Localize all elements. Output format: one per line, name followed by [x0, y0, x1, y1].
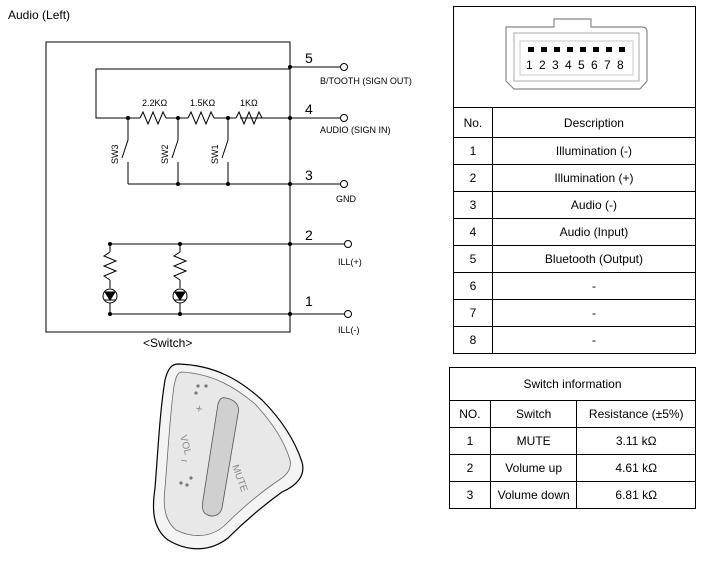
connector-pin-3: 3	[552, 58, 559, 72]
connector-diagram: 1 2 3 4 5 6 7 8	[453, 6, 696, 108]
cell-no: 6	[453, 272, 493, 300]
pin-4-number: 4	[305, 101, 313, 117]
pin-5-number: 5	[305, 50, 313, 66]
cell-description: Audio (-)	[491, 191, 697, 219]
pin-description-table: No. Description 1 Illumination (-) 2 Ill…	[453, 107, 697, 354]
sw1-label: SW1	[210, 144, 220, 164]
pin-1-number: 1	[305, 293, 313, 309]
pin-5-label: B/TOOTH (SIGN OUT)	[320, 76, 412, 86]
pin-5-terminal	[340, 63, 348, 71]
pin-2-number: 2	[305, 227, 313, 243]
cell-description: Illumination (+)	[491, 164, 697, 192]
sw3-contact	[121, 139, 129, 159]
table-row: 1 MUTE 3.11 kΩ	[449, 427, 696, 455]
switch-info-table: Switch information NO. Switch Resistance…	[449, 367, 696, 509]
cell-no: 1	[453, 137, 493, 165]
switch-table-title: Switch information	[449, 367, 696, 401]
pin-1-terminal	[344, 310, 352, 318]
resistor-2-2k	[139, 110, 167, 126]
vol-minus-mark: −	[179, 453, 188, 468]
column-header-switch: Switch	[489, 400, 578, 428]
resistor-label-1-5k: 1.5KΩ	[190, 98, 216, 108]
cell-description: -	[491, 299, 697, 327]
sw2-contact	[171, 139, 179, 159]
cell-description: Illumination (-)	[491, 137, 697, 165]
pin-3-terminal	[340, 180, 348, 188]
pin-2-terminal	[344, 240, 352, 248]
cell-no: 8	[453, 326, 493, 354]
resistor-label-1k: 1KΩ	[240, 98, 258, 108]
cell-no: 7	[453, 299, 493, 327]
connector-pin-6: 6	[591, 58, 598, 72]
cell-no: 2	[453, 164, 493, 192]
table-row: 6 -	[453, 272, 697, 300]
table-row: 3 Volume down 6.81 kΩ	[449, 481, 696, 509]
vol-plus-mark: +	[194, 401, 203, 416]
table-header-row: NO. Switch Resistance (±5%)	[449, 400, 696, 428]
connector-pin-1: 1	[526, 58, 533, 72]
switch-caption: <Switch>	[143, 336, 192, 350]
connector-pin-7: 7	[604, 58, 611, 72]
page-title: Audio (Left)	[8, 8, 71, 22]
ill-resistor-1	[102, 251, 118, 281]
table-row: 1 Illumination (-)	[453, 137, 697, 165]
pin-4-terminal	[340, 114, 348, 122]
pin-3-number: 3	[305, 167, 313, 183]
column-header-no: No.	[453, 107, 493, 138]
cell-no: 2	[449, 454, 491, 482]
resistor-1-5k	[187, 110, 215, 126]
pin-2-label: ILL(+)	[338, 257, 362, 267]
cell-resistance: 6.81 kΩ	[576, 481, 696, 509]
connector-pin-4: 4	[565, 58, 572, 72]
column-header-description: Description	[491, 107, 697, 138]
cell-no: 3	[453, 191, 493, 219]
steering-switch-illustration: + VOL − MUTE	[152, 363, 304, 550]
table-header-row: No. Description	[453, 107, 697, 138]
cell-switch: MUTE	[489, 427, 578, 455]
ill-resistor-2	[172, 251, 188, 281]
cell-resistance: 4.61 kΩ	[576, 454, 696, 482]
cell-no: 1	[449, 427, 491, 455]
connector-pin-2: 2	[539, 58, 546, 72]
table-row: 7 -	[453, 299, 697, 327]
table-row: 8 -	[453, 326, 697, 354]
cell-switch: Volume down	[489, 481, 578, 509]
switch-housing-outline	[45, 41, 291, 333]
resistor-label-2-2k: 2.2KΩ	[142, 98, 168, 108]
table-row: 2 Volume up 4.61 kΩ	[449, 454, 696, 482]
vol-label: VOL	[177, 434, 193, 457]
sw2-label: SW2	[160, 144, 170, 164]
pin-1-label: ILL(-)	[338, 325, 360, 335]
sw3-label: SW3	[110, 144, 120, 164]
table-row: 5 Bluetooth (Output)	[453, 245, 697, 273]
cell-resistance: 3.11 kΩ	[576, 427, 696, 455]
cell-no: 5	[453, 245, 493, 273]
connector-pin-5: 5	[578, 58, 585, 72]
resistor-1k	[235, 110, 263, 126]
pin-3-label: GND	[336, 194, 357, 204]
column-header-resistance: Resistance (±5%)	[576, 400, 696, 428]
sw1-contact	[221, 139, 229, 159]
cell-description: -	[491, 272, 697, 300]
column-header-no: NO.	[449, 400, 491, 428]
cell-description: Bluetooth (Output)	[491, 245, 697, 273]
pin-4-label: AUDIO (SIGN IN)	[320, 125, 391, 135]
cell-description: -	[491, 326, 697, 354]
bluetooth-loop-wire	[95, 68, 290, 119]
connector-pin-8: 8	[617, 58, 624, 72]
cell-no: 3	[449, 481, 491, 509]
cell-no: 4	[453, 218, 493, 246]
cell-description: Audio (Input)	[491, 218, 697, 246]
table-row: 4 Audio (Input)	[453, 218, 697, 246]
table-row: 3 Audio (-)	[453, 191, 697, 219]
cell-switch: Volume up	[489, 454, 578, 482]
table-row: 2 Illumination (+)	[453, 164, 697, 192]
switch-table-title-row: Switch information	[449, 367, 696, 401]
